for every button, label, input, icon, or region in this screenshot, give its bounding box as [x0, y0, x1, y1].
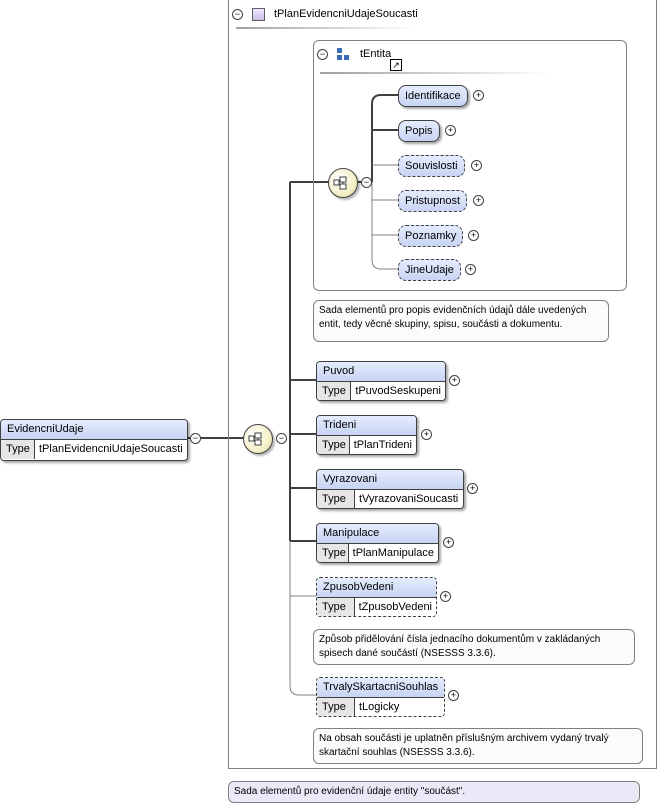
element-name: TrvalySkartacniSouhlas	[317, 678, 444, 698]
type-value: tZpusobVedeni	[358, 601, 432, 613]
complex-type-annotation: Sada elementů pro evidenční údaje entity…	[228, 781, 640, 803]
type-label: Type	[317, 544, 349, 562]
sequence-compositor-icon	[243, 424, 273, 454]
type-value: tPuvodSeskupeni	[355, 385, 441, 397]
group-collapse-icon[interactable]: −	[317, 49, 328, 60]
element-name: Vyrazovani	[317, 470, 463, 490]
complex-type-icon	[252, 8, 265, 21]
shortcut-arrow-icon[interactable]: ↗	[390, 59, 402, 71]
complex-type-title: tPlanEvidencniUdajeSoucasti	[274, 8, 418, 20]
element-trvalyskartacnisouhlas[interactable]: TrvalySkartacniSouhlas Type tLogicky	[316, 677, 445, 717]
trvalyskartacnisouhlas-expand-icon[interactable]: +	[448, 690, 459, 701]
identifikace-expand-icon[interactable]: +	[473, 90, 484, 101]
zpusobvedeni-annotation: Způsob přidělování čísla jednacího dokum…	[313, 629, 635, 665]
manipulace-expand-icon[interactable]: +	[443, 537, 454, 548]
type-label: Type	[317, 436, 350, 454]
group-title: tEntita	[360, 48, 392, 60]
group-icon	[337, 48, 349, 60]
group-annotation: Sada elementů pro popis evidenčních údaj…	[313, 300, 609, 342]
group-frame	[313, 40, 627, 291]
type-label: Type	[317, 490, 355, 508]
pristupnost-expand-icon[interactable]: +	[473, 195, 484, 206]
element-name: Manipulace	[317, 524, 438, 544]
element-popis[interactable]: Popis	[398, 120, 440, 142]
poznamky-expand-icon[interactable]: +	[468, 230, 479, 241]
type-label: Type	[317, 382, 352, 400]
souvislosti-expand-icon[interactable]: +	[471, 160, 482, 171]
group-sequence-collapse-icon[interactable]: −	[361, 177, 372, 188]
type-label: Type	[317, 598, 355, 616]
root-element-name: EvidencniUdaje	[1, 420, 187, 440]
element-vyrazovani[interactable]: Vyrazovani Type tVyrazovaniSoucasti	[316, 469, 464, 509]
root-collapse-icon[interactable]: −	[190, 433, 201, 444]
puvod-expand-icon[interactable]: +	[449, 375, 460, 386]
root-type-label: Type	[1, 440, 35, 459]
element-poznamky[interactable]: Poznamky	[398, 225, 464, 247]
type-value: tLogicky	[359, 701, 400, 713]
main-sequence-collapse-icon[interactable]: −	[276, 433, 287, 444]
element-identifikace[interactable]: Identifikace	[398, 85, 468, 107]
vyrazovani-expand-icon[interactable]: +	[467, 483, 478, 494]
zpusobvedeni-expand-icon[interactable]: +	[440, 591, 451, 602]
trideni-expand-icon[interactable]: +	[421, 429, 432, 440]
type-label: Type	[317, 698, 355, 716]
element-name: ZpusobVedeni	[317, 578, 436, 598]
element-name: Puvod	[317, 362, 445, 382]
complex-type-frame	[228, 0, 657, 769]
root-type-value: tPlanEvidencniUdajeSoucasti	[39, 443, 183, 455]
element-name: Trideni	[317, 416, 416, 436]
complex-type-collapse-icon[interactable]: −	[232, 9, 243, 20]
popis-expand-icon[interactable]: +	[445, 125, 456, 136]
type-value: tVyrazovaniSoucasti	[359, 493, 459, 505]
element-jineudaje[interactable]: JineUdaje	[398, 259, 461, 281]
type-value: tPlanManipulace	[352, 547, 434, 559]
group-underline	[320, 72, 550, 74]
complex-type-underline	[236, 27, 416, 29]
root-element-evidencniudaje[interactable]: EvidencniUdaje Type tPlanEvidencniUdajeS…	[0, 419, 188, 461]
type-value: tPlanTrideni	[353, 439, 412, 451]
element-pristupnost[interactable]: Pristupnost	[398, 190, 468, 212]
trvalyskartacnisouhlas-annotation: Na obsah součásti je uplatněn příslušným…	[313, 728, 643, 764]
element-souvislosti[interactable]: Souvislosti	[398, 155, 465, 177]
jineudaje-expand-icon[interactable]: +	[465, 264, 476, 275]
group-sequence-compositor-icon	[328, 168, 358, 198]
